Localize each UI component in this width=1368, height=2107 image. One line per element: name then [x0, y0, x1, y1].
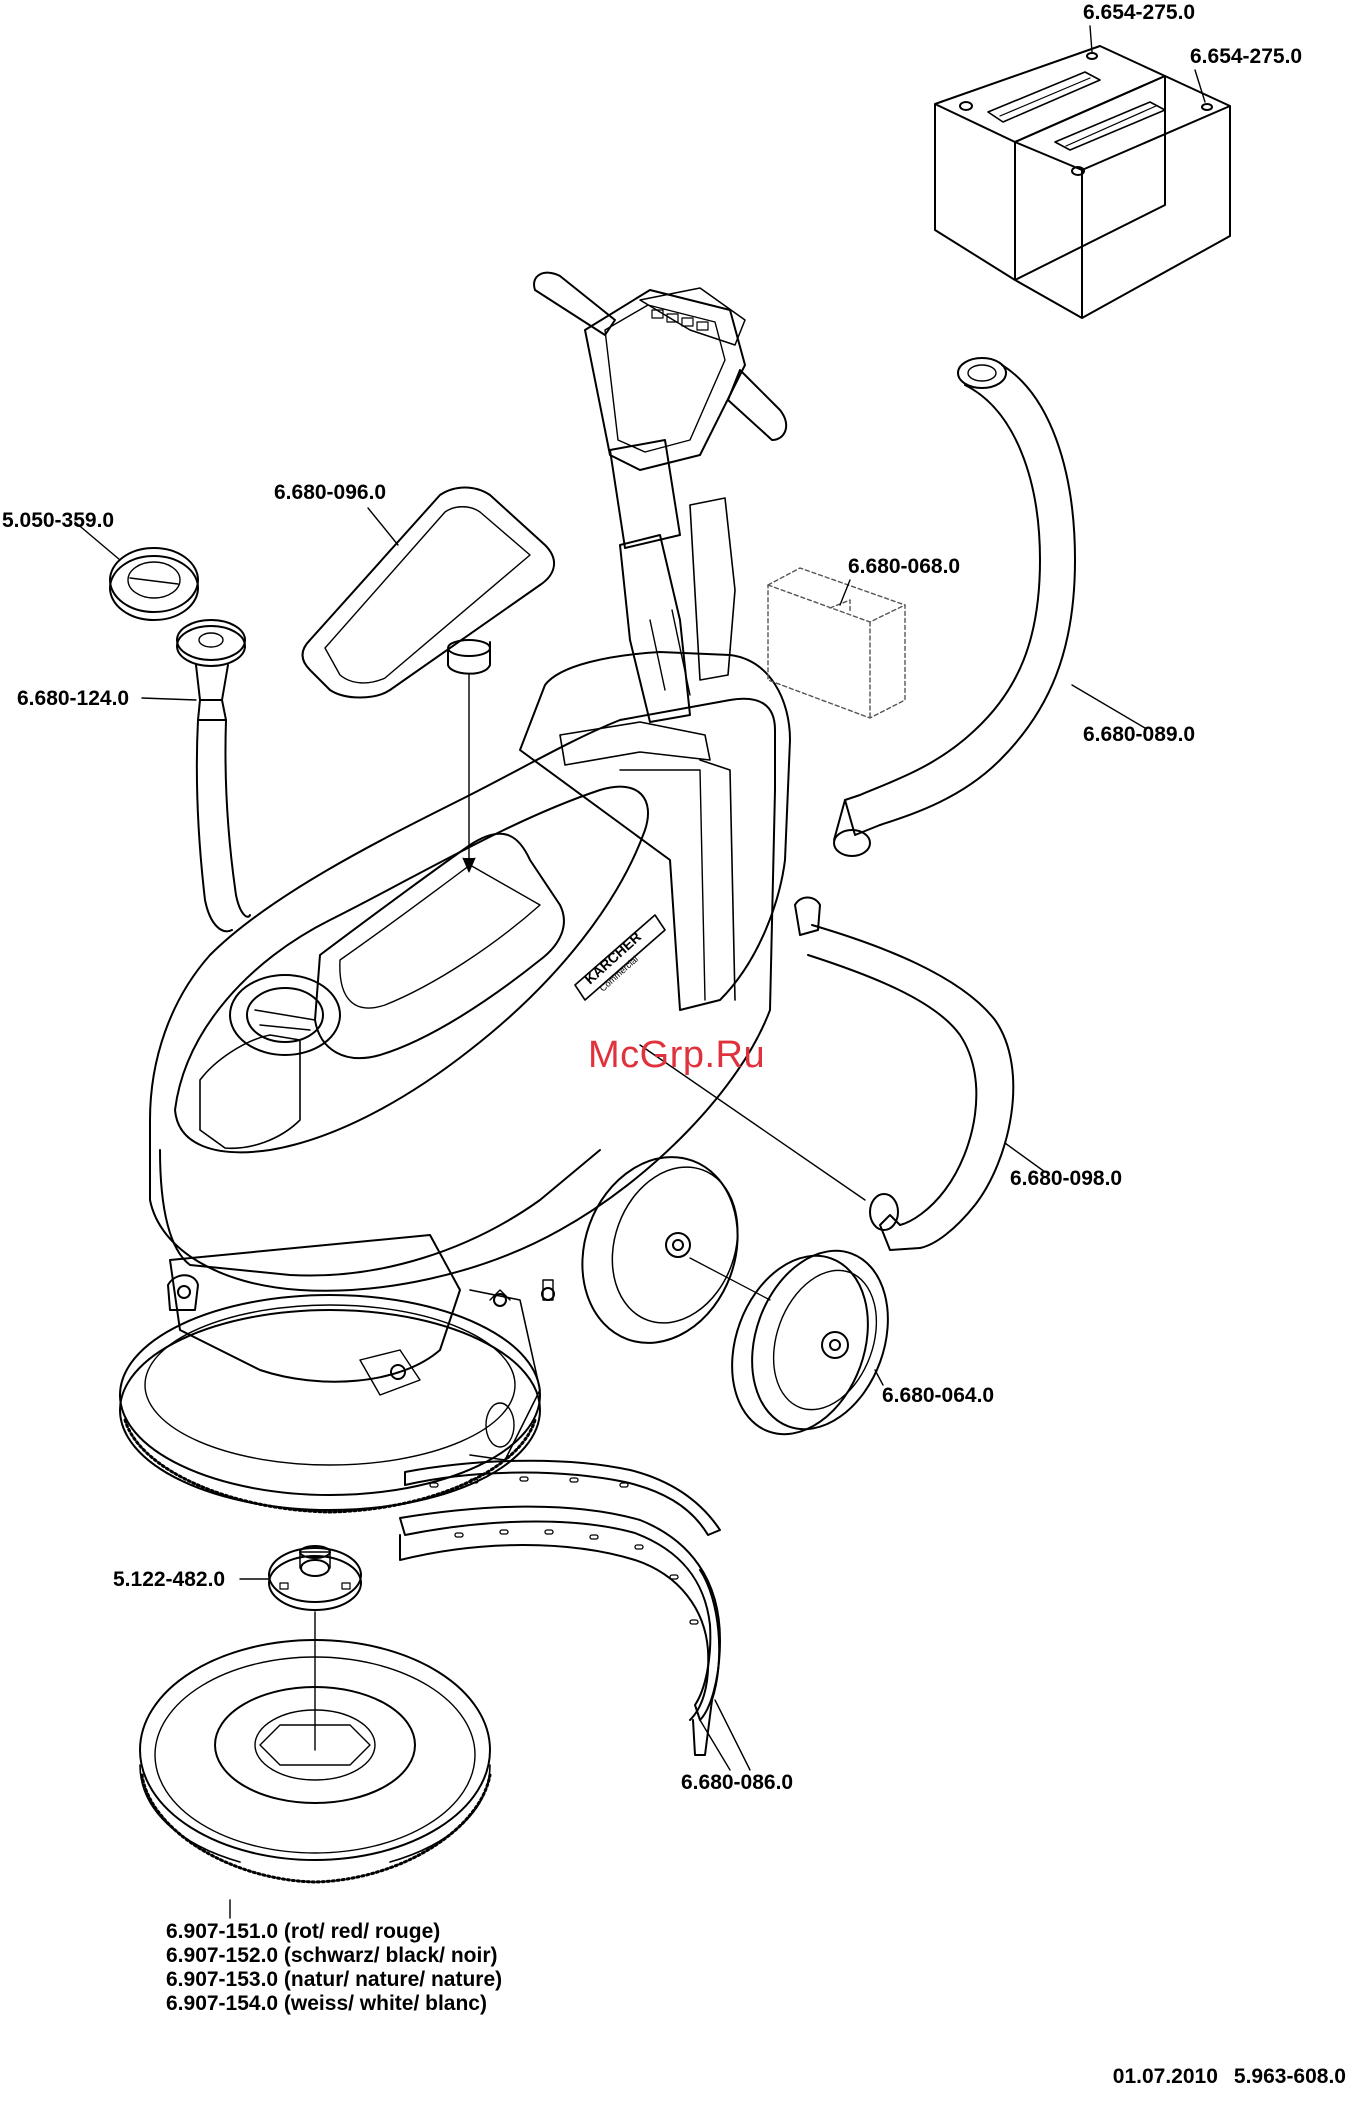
- brush-adapter: [268, 1545, 362, 1611]
- filler-cap: [109, 547, 199, 621]
- label-filler-hose: 6.680-124.0: [17, 687, 130, 710]
- front-panel: [159, 1149, 601, 1277]
- control-box: [767, 567, 906, 719]
- lid-neck: [447, 641, 491, 675]
- battery-left: [934, 45, 1166, 281]
- label-filler-cap: 5.050-359.0: [2, 509, 115, 532]
- drain-hose: [794, 896, 1015, 1251]
- squeegee-blades: [399, 1459, 721, 1756]
- leader-drain-hose-body: [639, 1044, 866, 1201]
- tank-recess: [314, 832, 565, 1060]
- handlebar: [533, 271, 788, 441]
- footer-document-number: 5.963-608.0: [1233, 2065, 1346, 2088]
- label-battery-1: 6.654-275.0: [1083, 1, 1196, 24]
- leader-suction-hose: [1071, 684, 1146, 729]
- leader-battery-1: [1089, 25, 1093, 53]
- watermark: McGrp.Ru: [588, 1034, 766, 1076]
- label-wheel: 6.680-064.0: [882, 1384, 995, 1407]
- brush-variant-black: 6.907-152.0 (schwarz/ black/ noir): [166, 1944, 498, 1967]
- wheel: [689, 1249, 889, 1436]
- label-brush-adapter: 5.122-482.0: [113, 1568, 226, 1591]
- cable-duct: [689, 497, 736, 681]
- filler-hose: [176, 619, 251, 933]
- control-head: [584, 289, 746, 471]
- battery-right: [1014, 75, 1231, 319]
- disc-brush: [139, 1639, 492, 1884]
- leader-lid: [367, 507, 399, 546]
- leader-squeegee: [699, 1699, 751, 1771]
- brand-plate: KARCHER Commercial: [574, 914, 666, 1001]
- brush-variant-nature: 6.907-153.0 (natur/ nature/ nature): [166, 1968, 503, 1991]
- leader-battery-2: [1194, 69, 1206, 103]
- handle-assembly: [533, 271, 788, 723]
- label-squeegee-blades: 6.680-086.0: [681, 1771, 794, 1794]
- rear-housing: [519, 651, 791, 1011]
- filler-opening: [229, 974, 341, 1056]
- label-control-box: 6.680-068.0: [848, 555, 961, 578]
- brush-variant-red: 6.907-151.0 (rot/ red/ rouge): [166, 1920, 441, 1943]
- leader-control-box: [839, 579, 851, 606]
- brush-motor: [169, 1234, 461, 1383]
- footer-date: 01.07.2010: [1112, 2065, 1218, 2088]
- brush-head: [119, 1234, 555, 1514]
- label-battery-2: 6.654-275.0: [1190, 45, 1303, 68]
- column: [619, 534, 691, 723]
- suction-hose: [833, 357, 1076, 857]
- body-top-cover: [174, 785, 649, 1154]
- label-drain-hose: 6.680-098.0: [1010, 1167, 1123, 1190]
- rear-wheel-mounted: [581, 1156, 739, 1344]
- leader-wheel: [874, 1369, 884, 1386]
- scrubber-body: [149, 651, 791, 1292]
- document-footer: 01.07.2010 5.963-608.0: [1113, 2065, 1346, 2089]
- battery-pack: [934, 45, 1231, 319]
- label-suction-hose: 6.680-089.0: [1083, 723, 1196, 746]
- leader-filler-cap: [74, 521, 121, 561]
- tank-lid: [301, 486, 555, 873]
- leader-drain-hose: [1004, 1142, 1046, 1173]
- brush-variant-white: 6.907-154.0 (weiss/ white/ blanc): [166, 1992, 487, 2015]
- label-tank-lid: 6.680-096.0: [274, 481, 387, 504]
- body-outline: [149, 697, 776, 1292]
- brush-variant-list: 6.907-151.0 (rot/ red/ rouge) 6.907-152.…: [166, 1920, 502, 2016]
- leader-filler-hose: [141, 697, 197, 701]
